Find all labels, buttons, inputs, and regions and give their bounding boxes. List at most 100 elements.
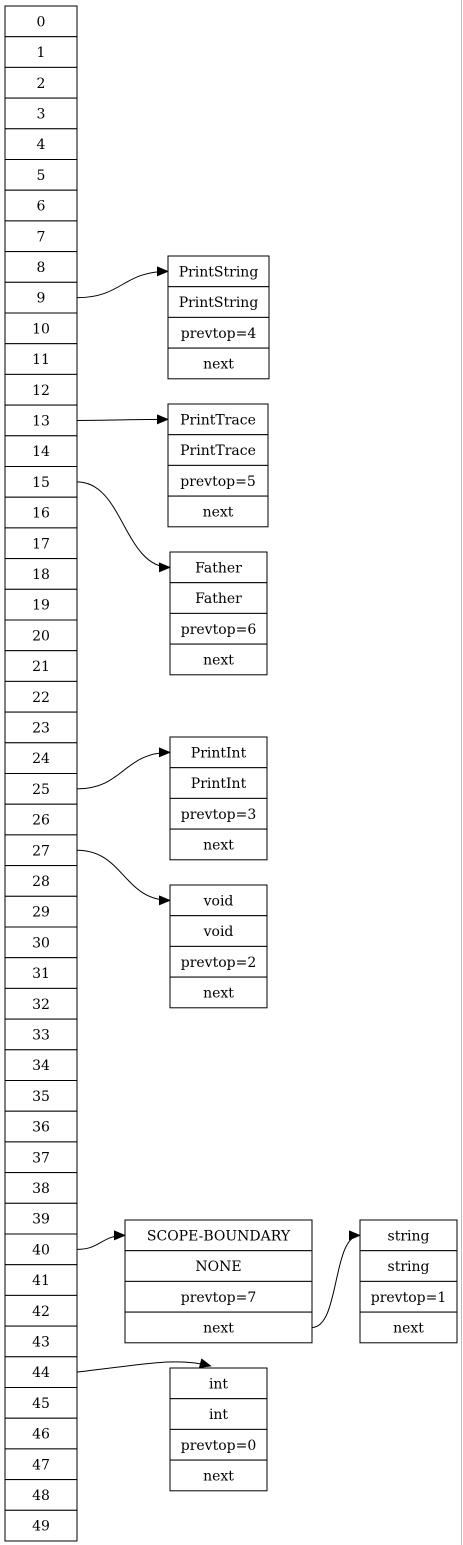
index-cell: 44 [4, 1356, 78, 1389]
record-field-label: string [388, 1259, 430, 1275]
index-cell-label: 31 [32, 966, 50, 982]
record-field-frame [124, 1250, 313, 1282]
index-cell-frame [4, 1509, 78, 1542]
index-cell: 49 [4, 1509, 78, 1542]
record-field-frame [359, 1280, 458, 1313]
index-array: 0123456789101112131415161718192021222324… [4, 5, 78, 1542]
index-cell: 20 [4, 619, 78, 652]
index-cell-label: 7 [37, 229, 46, 245]
index-cell-label: 21 [32, 659, 50, 675]
index-cell: 43 [4, 1325, 78, 1358]
record-field-label: SCOPE-BOUNDARY [147, 1228, 291, 1244]
record-field-label: prevtop=6 [181, 622, 257, 638]
index-cell: 31 [4, 957, 78, 989]
record-field-label: prevtop=7 [181, 1290, 257, 1306]
record-field-label: next [203, 1468, 234, 1484]
record-field-label: void [203, 893, 234, 909]
index-cell-frame [4, 834, 78, 867]
index-cell-frame [4, 1325, 78, 1358]
record-field-label: int [209, 1407, 228, 1423]
record-field-frame [169, 1459, 268, 1492]
index-cell-label: 34 [32, 1058, 50, 1074]
index-cell-frame [4, 496, 78, 529]
index-cell-label: 40 [32, 1242, 50, 1258]
index-cell-label: 29 [32, 905, 50, 921]
index-cell: 12 [4, 373, 78, 406]
index-cell: 40 [4, 1233, 78, 1266]
record-field-label: PrintTrace [180, 412, 256, 428]
record-field-frame [359, 1311, 458, 1344]
index-cell: 18 [4, 558, 78, 590]
index-cell-label: 22 [32, 690, 50, 706]
index-cell: 41 [4, 1264, 78, 1296]
index-cell-label: 36 [32, 1120, 50, 1136]
index-cell-label: 33 [32, 1027, 50, 1043]
index-cell: 30 [4, 926, 78, 959]
index-cell-frame [4, 435, 78, 467]
record-field-label: prevtop=4 [181, 326, 257, 342]
index-cell: 23 [4, 711, 78, 744]
index-cell: 33 [4, 1018, 78, 1051]
record-field-label: string [388, 1228, 430, 1244]
link-arrow [76, 266, 169, 299]
index-cell-label: 9 [37, 291, 46, 307]
index-cell-frame [4, 251, 78, 283]
index-cell: 9 [4, 281, 78, 314]
index-cell-frame [4, 466, 78, 498]
record-field-label: next [203, 652, 234, 668]
record-field-frame [169, 582, 268, 614]
index-cell-frame [4, 312, 78, 345]
index-cell-label: 3 [37, 106, 46, 122]
record-field-frame [169, 551, 268, 584]
record-field-label: next [203, 356, 234, 372]
index-cell-frame [4, 404, 78, 437]
record-field-label: next [393, 1320, 424, 1336]
index-cell-label: 48 [32, 1488, 50, 1504]
index-cell-frame [4, 773, 78, 805]
index-cell-label: 37 [32, 1150, 50, 1166]
index-cell-label: 30 [32, 935, 50, 951]
index-cell: 26 [4, 803, 78, 836]
index-cell-label: 0 [37, 14, 46, 30]
index-cell: 37 [4, 1141, 78, 1174]
record-field-frame [167, 464, 269, 497]
link-arrows [76, 266, 361, 1373]
index-cell: 19 [4, 588, 78, 621]
record-field-label: PrintInt [191, 745, 247, 761]
index-cell-label: 13 [32, 413, 50, 429]
index-cell-label: 49 [32, 1519, 50, 1535]
record-field-label: prevtop=0 [181, 1438, 257, 1454]
page-right-border [461, 0, 462, 1545]
index-cell-label: 39 [32, 1212, 50, 1228]
record-field-label: next [203, 837, 234, 853]
index-cell: 8 [4, 251, 78, 283]
index-cell-label: 26 [32, 813, 50, 829]
index-cell: 42 [4, 1294, 78, 1327]
record-field-frame [169, 828, 268, 861]
index-cell: 5 [4, 159, 78, 191]
record-field-frame [124, 1280, 313, 1313]
index-cell-label: 23 [32, 720, 50, 736]
record-field-frame [167, 286, 270, 318]
link-arrow [76, 849, 171, 906]
index-cell-frame [4, 159, 78, 191]
index-cell-label: 19 [32, 598, 50, 614]
index-cell: 25 [4, 773, 78, 805]
index-cell-label: 35 [32, 1089, 50, 1105]
index-cell-label: 12 [32, 383, 50, 399]
index-cell: 32 [4, 987, 78, 1020]
index-cell-frame [4, 1356, 78, 1389]
index-cell: 11 [4, 343, 78, 375]
index-cell: 48 [4, 1479, 78, 1511]
index-cell-frame [4, 1172, 78, 1204]
index-cell-frame [4, 895, 78, 928]
index-cell-label: 45 [32, 1396, 50, 1412]
link-arrow [76, 414, 169, 425]
index-cell: 34 [4, 1049, 78, 1082]
index-cell: 0 [4, 5, 78, 38]
index-cell: 14 [4, 435, 78, 467]
record-field-label: PrintString [179, 295, 259, 311]
record-field-frame [167, 403, 269, 436]
index-cell: 2 [4, 66, 78, 99]
